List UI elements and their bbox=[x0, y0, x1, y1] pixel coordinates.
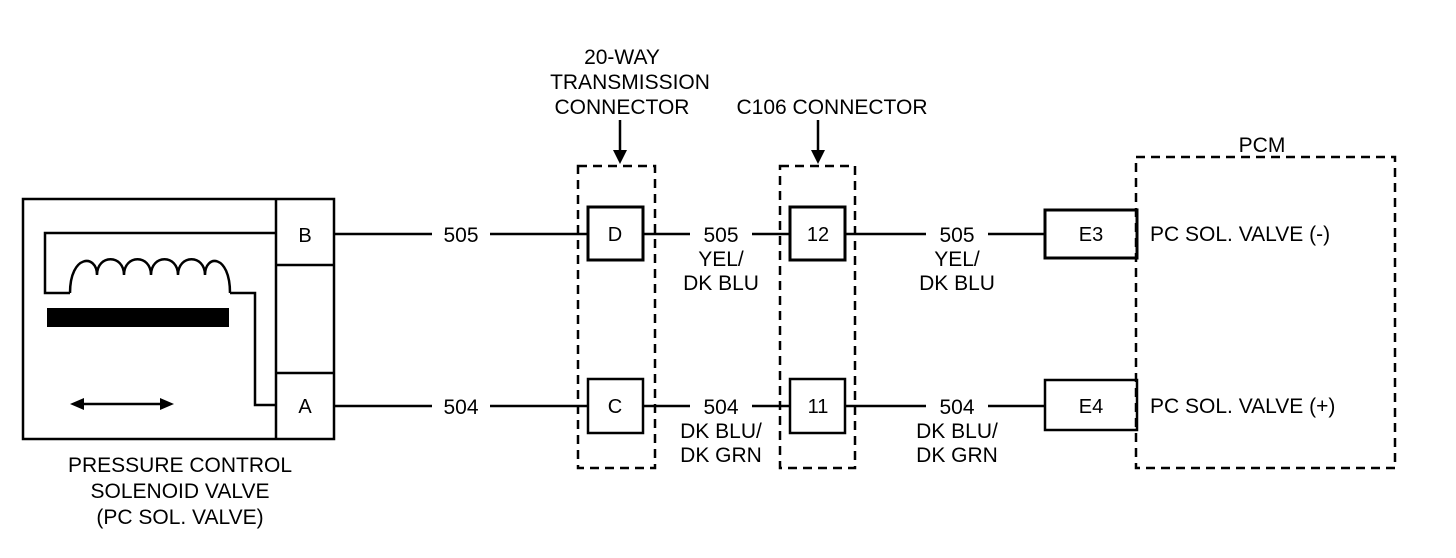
trans-connector-title-line3: CONNECTOR bbox=[555, 96, 690, 119]
wire-color-label: YEL/ bbox=[698, 248, 744, 271]
trans-connector-title-line1: 20-WAY bbox=[584, 46, 660, 69]
pcm-pin-e4 bbox=[1043, 378, 1139, 432]
plunger-bar-icon bbox=[47, 308, 229, 327]
wire-color-label: DK BLU bbox=[683, 272, 759, 295]
trans-connector-pin-d bbox=[586, 205, 645, 262]
trans-connector-pin-c bbox=[586, 377, 645, 435]
pcm-pin-e3-description: PC SOL. VALVE (-) bbox=[1150, 223, 1330, 246]
coil-icon bbox=[68, 258, 232, 294]
c106-pin-12-label: 12 bbox=[807, 224, 829, 246]
pcm: PCM E3 E4 PC SOL. VALVE (-) PC SOL. VALV… bbox=[1043, 134, 1397, 470]
c106-connector-title: C106 CONNECTOR bbox=[737, 96, 928, 119]
solenoid-label-line1: PRESSURE CONTROL bbox=[68, 454, 292, 477]
wire-color-label: DK GRN bbox=[680, 444, 762, 467]
circuit-label: 504 bbox=[939, 396, 974, 419]
wire-color-label: YEL/ bbox=[934, 248, 980, 271]
circuit-label: 505 bbox=[939, 224, 974, 247]
c106-connector-outline bbox=[778, 164, 857, 470]
pcm-outline bbox=[1134, 155, 1397, 470]
solenoid-label-line2: SOLENOID VALVE bbox=[91, 480, 270, 503]
double-arrow-icon bbox=[70, 398, 174, 410]
circuit-label: 505 bbox=[703, 224, 738, 247]
solenoid-label-line3: (PC SOL. VALVE) bbox=[96, 506, 263, 529]
c106-pin-11-label: 11 bbox=[808, 396, 829, 418]
trans-connector-outline bbox=[576, 164, 657, 470]
transmission-connector: 20-WAY TRANSMISSION CONNECTOR D C bbox=[550, 46, 710, 470]
pcm-pin-e4-description: PC SOL. VALVE (+) bbox=[1150, 395, 1335, 418]
solenoid-pin-a: A bbox=[298, 396, 312, 418]
pcm-title: PCM bbox=[1239, 134, 1286, 157]
circuit-label: 504 bbox=[443, 396, 478, 419]
pcm-pin-e4-label: E4 bbox=[1079, 396, 1103, 418]
wire-color-label: DK GRN bbox=[916, 444, 998, 467]
solenoid-pin-b: B bbox=[298, 225, 311, 247]
c106-connector: C106 CONNECTOR 12 11 bbox=[737, 96, 928, 470]
pcm-pin-e3 bbox=[1043, 208, 1139, 260]
solenoid-return-wire bbox=[230, 291, 276, 407]
c106-connector-pin-11 bbox=[788, 377, 847, 435]
wire-color-label: DK BLU/ bbox=[916, 420, 998, 443]
trans-pin-d-label: D bbox=[608, 224, 622, 246]
wire-color-label: DK BLU bbox=[919, 272, 995, 295]
solenoid-coil-wire bbox=[43, 231, 276, 295]
trans-pin-c-label: C bbox=[608, 396, 622, 418]
solenoid-body bbox=[21, 197, 336, 441]
circuit-label: 505 bbox=[443, 224, 478, 247]
circuit-label: 504 bbox=[703, 396, 738, 419]
pcm-pin-e3-label: E3 bbox=[1079, 224, 1103, 246]
pc-solenoid-valve: B A PRESSURE CONTROL SOLENOID VALVE (PC … bbox=[21, 197, 336, 529]
arrow-down-icon bbox=[613, 120, 627, 164]
trans-connector-title-line2: TRANSMISSION bbox=[550, 71, 710, 94]
c106-connector-pin-12 bbox=[788, 205, 847, 262]
wire-color-label: DK BLU/ bbox=[680, 420, 762, 443]
arrow-down-icon bbox=[811, 120, 825, 164]
